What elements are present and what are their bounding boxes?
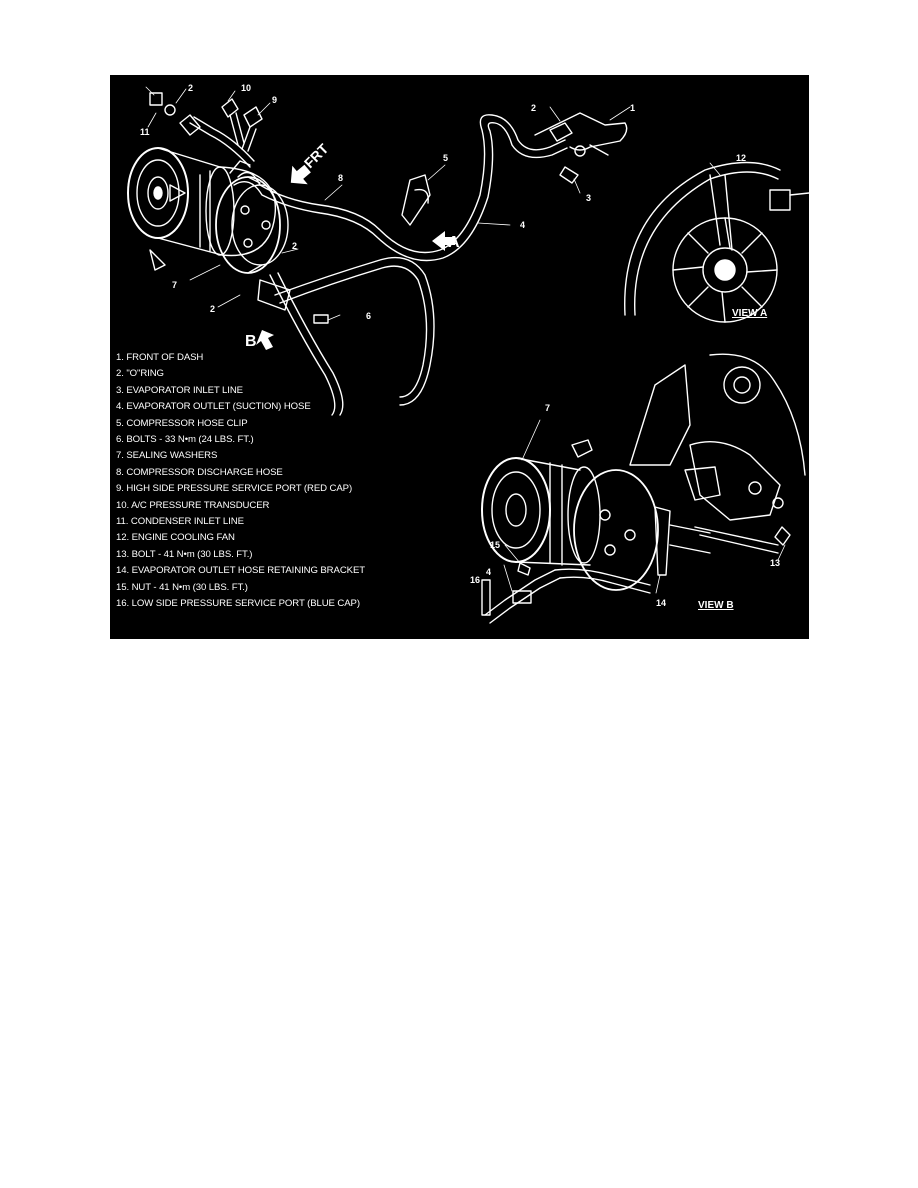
callout-4b: 4 <box>486 567 491 577</box>
callout-15: 15 <box>490 540 500 550</box>
parts-legend: 1. FRONT OF DASH 2. "O"RING 3. EVAPORATO… <box>116 350 365 613</box>
legend-item: 13. BOLT - 41 N•m (30 LBS. FT.) <box>116 548 253 560</box>
callout-2d: 2 <box>531 103 536 113</box>
view-a-fan <box>624 161 809 323</box>
direction-arrows <box>256 164 455 350</box>
discharge-hose <box>189 114 568 262</box>
view-a-label: VIEW A <box>732 308 767 319</box>
diagram-figure: 2 10 9 11 8 5 4 2 7 2 6 2 1 3 12 7 15 16… <box>110 75 809 639</box>
callout-7b: 7 <box>545 403 550 413</box>
callout-4a: 4 <box>520 220 525 230</box>
callout-2a: 2 <box>188 83 193 93</box>
callout-numbers: 2 10 9 11 8 5 4 2 7 2 6 2 1 3 12 7 15 16… <box>140 83 780 608</box>
view-b-label: VIEW B <box>698 600 734 611</box>
arrow-a-label: A <box>448 234 460 251</box>
leader-lines <box>145 86 786 594</box>
legend-item: 16. LOW SIDE PRESSURE SERVICE PORT (BLUE… <box>116 598 360 610</box>
callout-2b: 2 <box>292 241 297 251</box>
legend-item: 10. A/C PRESSURE TRANSDUCER <box>116 499 270 511</box>
legend-item: 3. EVAPORATOR INLET LINE <box>116 384 243 396</box>
callout-9: 9 <box>272 95 277 105</box>
legend-item: 5. COMPRESSOR HOSE CLIP <box>116 417 248 429</box>
legend-item: 8. COMPRESSOR DISCHARGE HOSE <box>116 466 283 478</box>
legend-item: 1. FRONT OF DASH <box>116 352 204 363</box>
view-b-engine-bracket <box>629 353 806 521</box>
legend-item: 9. HIGH SIDE PRESSURE SERVICE PORT (RED … <box>116 483 353 495</box>
view-labels: VIEW A VIEW B FRT A B <box>245 140 767 611</box>
legend-item: 2. "O"RING <box>116 368 164 380</box>
callout-10: 10 <box>241 83 251 93</box>
legend-item: 4. EVAPORATOR OUTLET (SUCTION) HOSE <box>116 401 311 413</box>
callout-1: 1 <box>630 103 635 113</box>
callout-8: 8 <box>338 173 343 183</box>
view-b-compressor <box>481 439 711 591</box>
compressor-hose-clip <box>401 174 431 226</box>
callout-13: 13 <box>770 558 780 568</box>
compressor-main <box>127 147 289 274</box>
callout-6: 6 <box>366 311 371 321</box>
view-b-lines <box>481 526 791 624</box>
legend-item: 11. CONDENSER INLET LINE <box>116 516 244 528</box>
arrow-b-label: B <box>245 333 257 350</box>
callout-7a: 7 <box>172 280 177 290</box>
callout-14: 14 <box>656 598 666 608</box>
callout-5: 5 <box>443 153 448 163</box>
callout-3: 3 <box>586 193 591 203</box>
diagram-drawing: 2 10 9 11 8 5 4 2 7 2 6 2 1 3 12 7 15 16… <box>127 83 809 624</box>
suction-hose <box>257 256 435 416</box>
legend-item: 14. EVAPORATOR OUTLET HOSE RETAINING BRA… <box>116 565 365 577</box>
upper-fittings <box>149 92 263 152</box>
callout-11: 11 <box>140 127 150 137</box>
legend-item: 6. BOLTS - 33 N•m (24 LBS. FT.) <box>116 434 254 446</box>
legend-item: 15. NUT - 41 N•m (30 LBS. FT.) <box>116 581 248 593</box>
legend-item: 12. ENGINE COOLING FAN <box>116 532 235 544</box>
callout-12: 12 <box>736 153 746 163</box>
callout-16: 16 <box>470 575 480 585</box>
callout-2c: 2 <box>210 304 215 314</box>
dash-fittings <box>534 112 628 184</box>
legend-item: 7. SEALING WASHERS <box>116 450 218 462</box>
